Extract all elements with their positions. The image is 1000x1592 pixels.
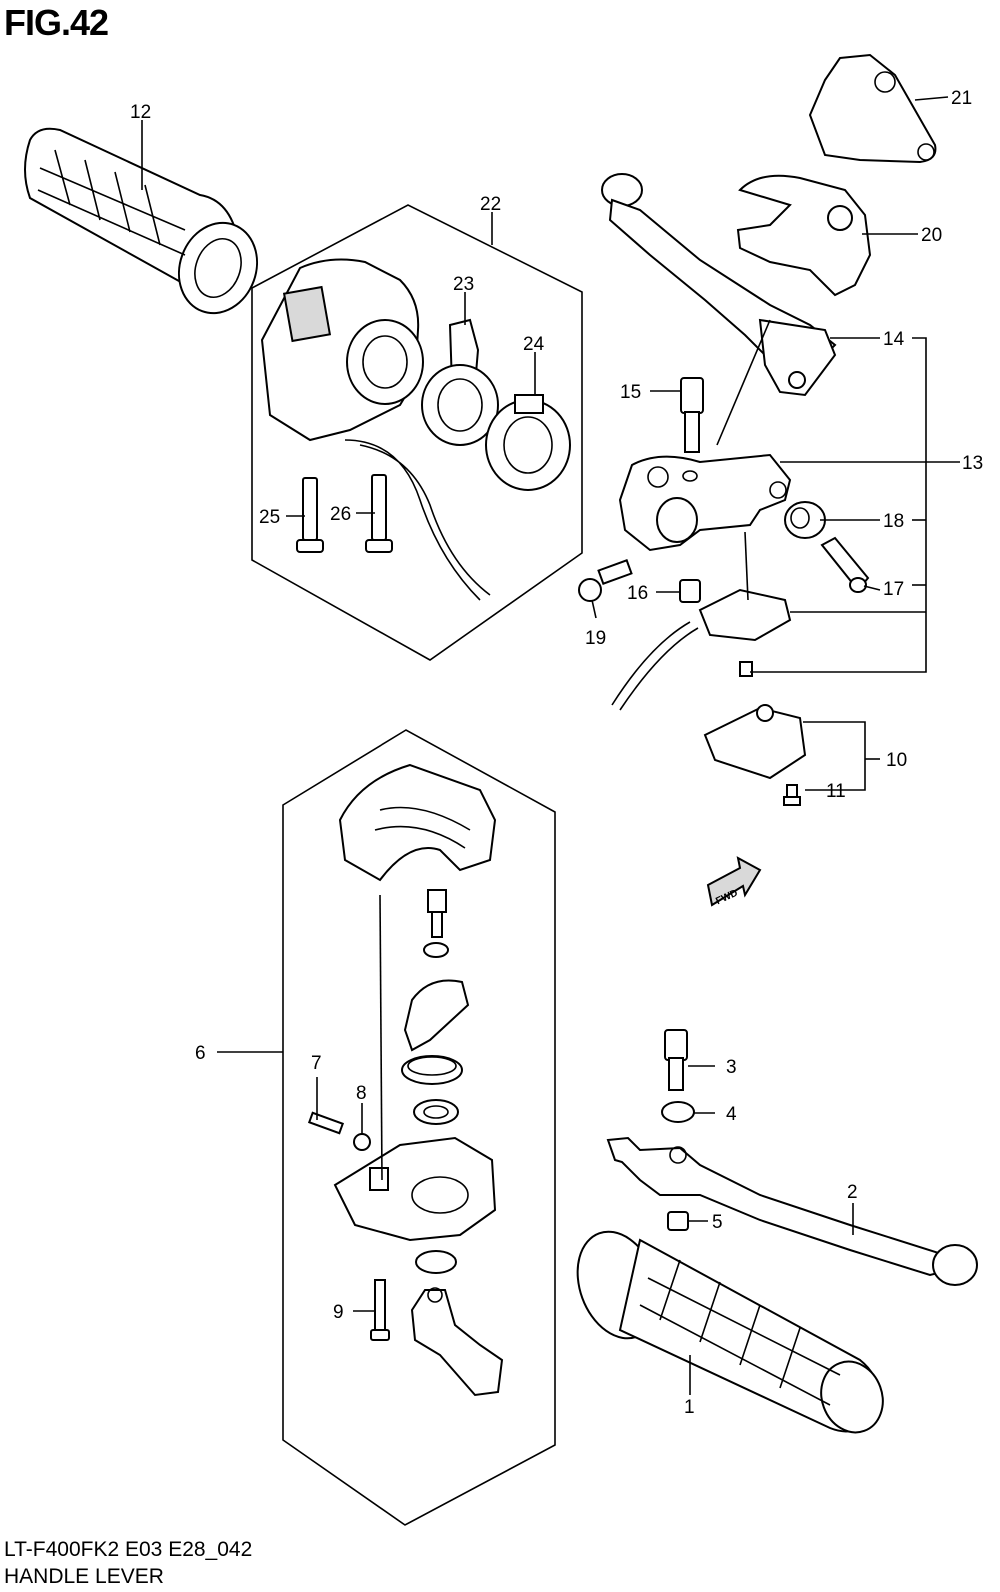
figure-name: HANDLE LEVER [4, 1565, 164, 1588]
screw-25 [296, 477, 324, 553]
callout-5: 5 [712, 1212, 723, 1233]
throttle-bushing [415, 1250, 457, 1274]
callout-6: 6 [195, 1043, 206, 1064]
switch-ring-24 [485, 394, 571, 491]
screw-7 [307, 1111, 345, 1135]
callout-26: 26 [330, 504, 351, 525]
washer-4 [661, 1101, 695, 1123]
screw-26 [365, 474, 393, 553]
fwd-arrow-icon [706, 856, 762, 907]
bolt-15 [680, 377, 704, 453]
callout-13: 13 [962, 453, 983, 474]
callout-11: 11 [826, 781, 846, 802]
throttle-bolt [423, 889, 449, 958]
throttle-lever [410, 1287, 504, 1397]
leader-lines [141, 96, 960, 1395]
bolt-19 [578, 559, 633, 602]
switch-lever-23 [421, 318, 499, 446]
throttle-housing [333, 1136, 497, 1242]
lever-holder-13 [618, 453, 792, 552]
handlebar-switch-22 [260, 258, 491, 601]
screw-17 [820, 536, 870, 593]
figure-code: LT-F400FK2 E03 E28_042 [4, 1538, 253, 1561]
callout-23: 23 [453, 274, 474, 295]
callout-12: 12 [130, 102, 151, 123]
callout-8: 8 [356, 1083, 367, 1104]
callout-22: 22 [480, 194, 501, 215]
callout-17: 17 [883, 579, 904, 600]
throttle-spring [401, 1055, 463, 1085]
callout-21: 21 [951, 88, 972, 109]
nut-5 [667, 1211, 689, 1231]
figure-title: FIG.42 [4, 2, 109, 43]
screw-9 [370, 1279, 390, 1341]
callout-15: 15 [620, 382, 641, 403]
screw-11 [783, 784, 801, 806]
callout-7: 7 [311, 1053, 322, 1074]
switch-10 [703, 704, 807, 780]
bolt-3 [664, 1029, 688, 1091]
callout-4: 4 [726, 1104, 737, 1125]
callout-2: 2 [847, 1182, 858, 1203]
bracket-20 [736, 174, 872, 297]
throttle-cover [338, 763, 497, 882]
callout-9: 9 [333, 1302, 344, 1323]
throttle-washer [413, 1099, 459, 1125]
callout-24: 24 [523, 334, 545, 355]
switch-assembly-box [251, 204, 583, 661]
callout-25: 25 [259, 507, 280, 528]
brake-switch-cable [611, 588, 792, 711]
washer-8 [353, 1133, 371, 1151]
clutch-lever-2 [606, 1136, 978, 1286]
callout-1: 1 [684, 1397, 695, 1418]
lever-cover-21 [808, 53, 937, 164]
callout-19: 19 [585, 628, 606, 649]
callout-3: 3 [726, 1057, 737, 1078]
brake-lever-14 [601, 173, 837, 397]
grip-right-1 [576, 1230, 884, 1434]
callout-10: 10 [886, 750, 907, 771]
callout-20: 20 [921, 225, 942, 246]
callout-14: 14 [883, 329, 905, 350]
adjuster-18 [784, 501, 826, 539]
callout-16: 16 [627, 583, 648, 604]
grip-left-12 [24, 127, 259, 315]
guide-line [379, 894, 383, 1181]
callout-18: 18 [883, 511, 904, 532]
throttle-arm [403, 979, 470, 1052]
throttle-assembly-box [282, 729, 556, 1526]
nut-16 [679, 579, 701, 603]
